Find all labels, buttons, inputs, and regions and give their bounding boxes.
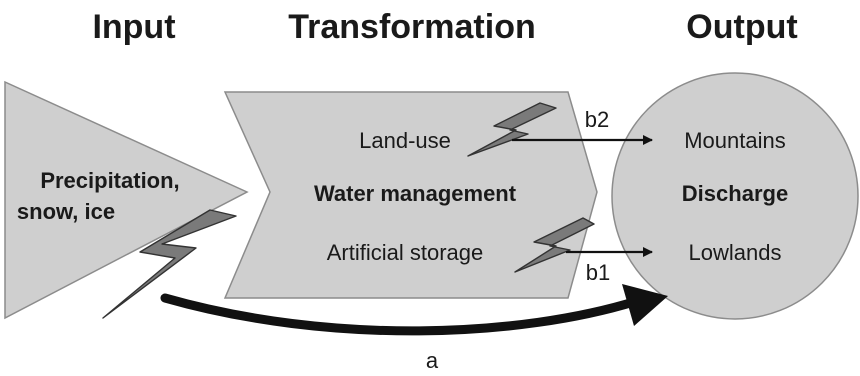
discharge-label: Discharge <box>682 181 788 206</box>
lightning-bolt-icon <box>102 209 237 319</box>
label-a: a <box>426 348 439 373</box>
lightning-bolt-icon <box>467 102 557 157</box>
input-label-line2: snow, ice <box>17 199 115 224</box>
output-circle <box>611 72 859 320</box>
label-b1: b1 <box>586 260 610 285</box>
arrow-a-head <box>622 284 668 326</box>
artificial-storage-label: Artificial storage <box>327 240 484 265</box>
land-use-label: Land-use <box>359 128 451 153</box>
arrow-a <box>160 293 645 336</box>
mountains-label: Mountains <box>684 128 786 153</box>
label-b2: b2 <box>585 107 609 132</box>
header-input: Input <box>92 8 175 46</box>
water-management-label: Water management <box>314 181 517 206</box>
lowlands-label: Lowlands <box>689 240 782 265</box>
lightning-bolt-icon <box>514 217 595 273</box>
input-label-line1: Precipitation, <box>40 168 179 193</box>
input-triangle <box>4 80 249 320</box>
header-output: Output <box>686 8 797 46</box>
header-transformation: Transformation <box>288 8 535 46</box>
